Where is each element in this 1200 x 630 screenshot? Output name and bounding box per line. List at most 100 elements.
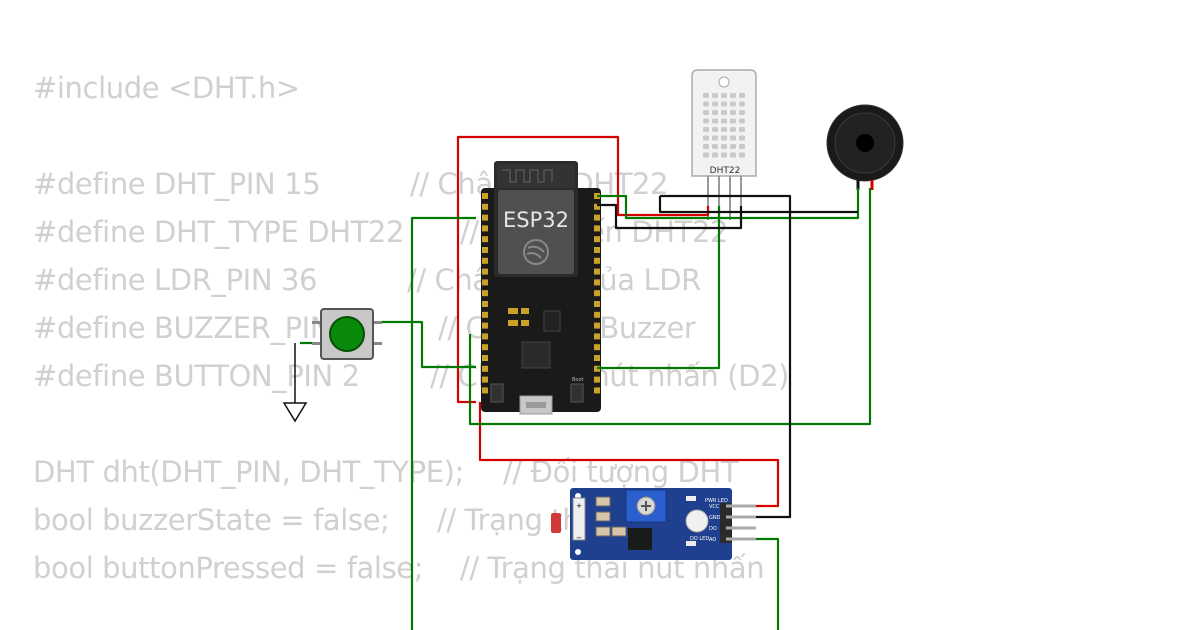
dht-grille-slot bbox=[730, 110, 736, 115]
esp32-pin[interactable] bbox=[482, 311, 488, 318]
dht-grille-slot bbox=[730, 144, 736, 149]
esp32-pin[interactable] bbox=[482, 333, 488, 340]
esp32-pin[interactable] bbox=[594, 301, 600, 307]
wire-buzzer-signal[interactable] bbox=[597, 188, 860, 220]
wire-ldr-gnd[interactable] bbox=[660, 194, 792, 519]
dht-grille-slot bbox=[730, 135, 736, 141]
esp32-pin[interactable] bbox=[594, 214, 600, 221]
wire-ldr-ao[interactable] bbox=[410, 216, 476, 630]
esp32-pin[interactable] bbox=[482, 344, 488, 351]
dht-grille-slot bbox=[739, 93, 745, 98]
dht-grille-slot bbox=[703, 93, 709, 98]
dht-grille-slot bbox=[721, 127, 727, 132]
dht-grille-slot bbox=[712, 101, 718, 107]
esp32-pin[interactable] bbox=[482, 322, 488, 329]
dht-grille-slot bbox=[712, 110, 718, 115]
boot-button[interactable] bbox=[570, 383, 584, 403]
svg-text:+: + bbox=[576, 502, 582, 510]
esp32-pin[interactable] bbox=[594, 257, 600, 264]
code-line-define-ldr-pin: #define LDR_PIN 36 bbox=[33, 263, 318, 297]
esp32-pin[interactable] bbox=[594, 290, 600, 297]
dht-grille-slot bbox=[739, 127, 745, 132]
dht22-sensor[interactable]: DHT22 bbox=[691, 69, 757, 220]
esp32-pin[interactable] bbox=[482, 225, 488, 232]
esp32-pin[interactable] bbox=[594, 355, 600, 361]
dht-grille-slot bbox=[712, 118, 718, 124]
dht-grille-slot bbox=[721, 144, 727, 149]
dht-grille-slot bbox=[730, 93, 736, 98]
ldr-pin-do-label: DO bbox=[709, 526, 717, 532]
dht-grille-slot bbox=[703, 152, 709, 158]
esp32-pin[interactable] bbox=[482, 193, 488, 199]
esp32-pins-left[interactable] bbox=[482, 193, 488, 394]
esp32-pin[interactable] bbox=[594, 247, 600, 253]
esp32-pin[interactable] bbox=[594, 279, 600, 286]
ldr-pin-ao-label: AO bbox=[709, 537, 716, 543]
code-line-dht-object: DHT dht(DHT_PIN, DHT_TYPE); bbox=[33, 455, 464, 489]
wire-dht-gnd[interactable] bbox=[597, 203, 743, 230]
wire-ldr-out[interactable] bbox=[756, 537, 780, 630]
dht-grille-slot bbox=[730, 127, 736, 132]
dht-grille-slot bbox=[739, 101, 745, 107]
esp32-pin[interactable] bbox=[594, 387, 600, 394]
esp32-pin[interactable] bbox=[594, 333, 600, 340]
dht-grille-slot bbox=[721, 118, 727, 124]
buzzer[interactable] bbox=[826, 104, 904, 190]
dht-grille-slot bbox=[703, 135, 709, 141]
dht-grille-slot bbox=[730, 152, 736, 158]
dht-grille-slot bbox=[721, 135, 727, 141]
button-cap[interactable] bbox=[329, 316, 365, 352]
esp32-pin[interactable] bbox=[482, 257, 488, 264]
dht-grille-slot bbox=[739, 110, 745, 115]
esp32-pin[interactable] bbox=[594, 322, 600, 329]
esp32-pin[interactable] bbox=[482, 247, 488, 253]
code-line-define-dht-pin: #define DHT_PIN 15 bbox=[33, 167, 321, 201]
dht-grille-slot bbox=[739, 118, 745, 124]
esp32-pin[interactable] bbox=[482, 203, 488, 210]
espressif-logo-icon bbox=[523, 239, 549, 265]
esp32-pin[interactable] bbox=[482, 290, 488, 297]
esp32-pin[interactable] bbox=[594, 344, 600, 351]
dht-grille-slot bbox=[721, 110, 727, 115]
esp32-pin[interactable] bbox=[482, 387, 488, 394]
wire-buzzer-gnd[interactable] bbox=[658, 196, 858, 214]
push-button[interactable] bbox=[312, 308, 382, 360]
dht-grille-slot bbox=[703, 127, 709, 132]
dht-grille-slot bbox=[703, 118, 709, 124]
esp32-pin[interactable] bbox=[594, 225, 600, 232]
esp32-pin[interactable] bbox=[594, 311, 600, 318]
esp32-pin[interactable] bbox=[594, 203, 600, 210]
esp32-pin[interactable] bbox=[482, 301, 488, 307]
wire-dht-vcc[interactable] bbox=[456, 135, 710, 404]
esp32-pin[interactable] bbox=[482, 365, 488, 372]
esp32-pin[interactable] bbox=[594, 268, 600, 275]
en-button[interactable] bbox=[490, 383, 504, 403]
dht-grille-slot bbox=[703, 110, 709, 115]
esp32-pin[interactable] bbox=[594, 376, 600, 383]
dht-grille-slot bbox=[703, 101, 709, 107]
esp32-pin[interactable] bbox=[594, 236, 600, 243]
esp32-pin[interactable] bbox=[482, 279, 488, 286]
dht-grille-slot bbox=[739, 144, 745, 149]
wire-button-signal[interactable] bbox=[382, 320, 476, 369]
esp32-pin[interactable] bbox=[482, 236, 488, 243]
ldr-do-label: DO LED bbox=[690, 536, 709, 542]
svg-text:−: − bbox=[576, 534, 582, 542]
code-line-define-button-pin: #define BUTTON_PIN 2 bbox=[33, 359, 360, 393]
esp32-pin[interactable] bbox=[482, 268, 488, 275]
code-line-buzzer-state: bool buzzerState = false; bbox=[33, 503, 390, 537]
ldr-module[interactable]: PWR LED DO LED VCC GND DO AO + − bbox=[551, 488, 756, 560]
esp32-pin[interactable] bbox=[482, 376, 488, 383]
ldr-chip bbox=[628, 528, 652, 550]
dht-grille-slot bbox=[721, 101, 727, 107]
esp32-board[interactable]: ESP32 Boot bbox=[481, 161, 601, 415]
esp32-pin[interactable] bbox=[482, 214, 488, 221]
dht-grille-slot bbox=[703, 144, 709, 149]
esp32-pin[interactable] bbox=[482, 355, 488, 361]
wire-dht-data[interactable] bbox=[597, 206, 721, 370]
esp32-boot-label: Boot bbox=[572, 377, 584, 383]
wire-buzzer-return[interactable] bbox=[468, 188, 872, 426]
photoresistor bbox=[551, 513, 561, 533]
wire-ldr-vcc[interactable] bbox=[478, 402, 780, 508]
code-line-include: #include <DHT.h> bbox=[33, 71, 300, 105]
